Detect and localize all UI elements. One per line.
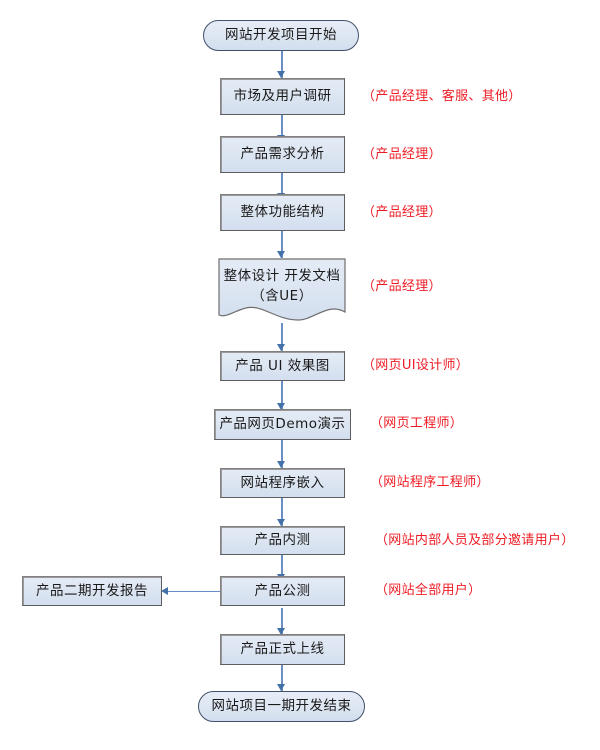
node-function-structure-label: 整体功能结构 (240, 204, 325, 221)
role-requirement-analysis: （产品经理） (362, 147, 442, 162)
node-design-document-text: 整体设计 开发文档 （含UE） (218, 267, 346, 306)
node-start-label: 网站开发项目开始 (225, 27, 337, 44)
connector-requirement-to-structure (281, 172, 283, 200)
arrowhead-uimockup (276, 344, 285, 351)
role-design-document: （产品经理） (362, 279, 442, 294)
node-end-label: 网站项目一期开发结束 (211, 698, 352, 715)
node-web-demo[interactable]: 产品网页Demo演示 (214, 409, 351, 440)
node-phase2-report-label: 产品二期开发报告 (36, 582, 148, 599)
connector-designdoc-to-uimockup (281, 323, 283, 351)
role-market-research: （产品经理、客服、其他） (362, 89, 522, 104)
node-beta-test[interactable]: 产品公测 (220, 576, 345, 606)
arrowhead-webdemo (276, 403, 285, 410)
role-beta-test: （网站全部用户） (375, 583, 482, 598)
node-market-research[interactable]: 市场及用户调研 (220, 78, 345, 115)
node-phase2-report[interactable]: 产品二期开发报告 (22, 576, 162, 606)
arrowhead-research (276, 71, 285, 78)
connector-betatest-to-launch (281, 608, 283, 635)
role-function-structure: （产品经理） (362, 205, 442, 220)
node-official-launch[interactable]: 产品正式上线 (220, 634, 345, 665)
connector-alphatest-to-betatest (281, 554, 283, 581)
node-program-embed[interactable]: 网站程序嵌入 (220, 468, 345, 498)
arrowhead-launch (276, 628, 285, 635)
role-ui-mockup: （网页UI设计师） (362, 358, 470, 373)
connector-uimockup-to-webdemo (281, 380, 283, 410)
connector-launch-to-end (281, 665, 283, 691)
connector-webdemo-to-embed (281, 440, 283, 468)
arrowhead-designdoc (276, 251, 285, 258)
node-requirement-analysis[interactable]: 产品需求分析 (220, 136, 345, 173)
arrowhead-embed (276, 461, 285, 468)
connector-research-to-requirement (281, 114, 283, 142)
connector-start-to-research (281, 50, 283, 78)
connector-structure-to-designdoc (281, 230, 283, 258)
connector-betatest-to-phase2 (168, 590, 220, 592)
node-end[interactable]: 网站项目一期开发结束 (198, 691, 365, 722)
node-alpha-test[interactable]: 产品内测 (220, 526, 345, 555)
document-shape-icon (218, 258, 346, 321)
node-design-document-label2: （含UE） (251, 287, 313, 304)
node-requirement-analysis-label: 产品需求分析 (240, 146, 325, 163)
connector-embed-to-alphatest (281, 498, 283, 526)
role-alpha-test: （网站内部人员及部分邀请用户） (375, 533, 575, 548)
node-ui-mockup-label: 产品 UI 效果图 (235, 357, 330, 374)
node-start[interactable]: 网站开发项目开始 (203, 20, 359, 51)
node-market-research-label: 市场及用户调研 (233, 88, 332, 105)
node-design-document-label: 整体设计 开发文档 (223, 268, 341, 284)
node-official-launch-label: 产品正式上线 (240, 641, 325, 658)
arrowhead-phase2-report (161, 586, 168, 595)
arrowhead-alphatest (276, 519, 285, 526)
arrowhead-end (276, 684, 285, 691)
role-web-demo: （网页工程师） (370, 416, 464, 431)
role-program-embed: （网站程序工程师） (370, 475, 490, 490)
node-beta-test-label: 产品公测 (254, 582, 311, 599)
node-function-structure[interactable]: 整体功能结构 (220, 194, 345, 231)
node-design-document[interactable]: 整体设计 开发文档 （含UE） (218, 258, 346, 324)
node-ui-mockup[interactable]: 产品 UI 效果图 (220, 351, 345, 381)
node-program-embed-label: 网站程序嵌入 (240, 474, 325, 491)
node-alpha-test-label: 产品内测 (254, 532, 311, 549)
node-web-demo-label: 产品网页Demo演示 (219, 416, 346, 433)
